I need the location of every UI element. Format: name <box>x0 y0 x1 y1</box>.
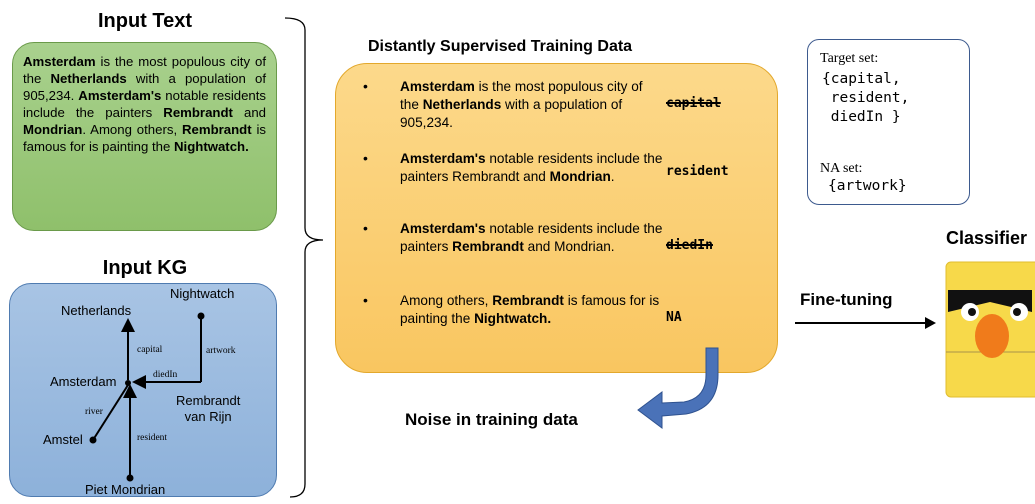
kg-node-dot-amstel <box>89 436 97 444</box>
kg-node-amstel: Amstel <box>43 432 83 447</box>
text-span: Among others, <box>400 293 493 308</box>
bold-entity: Amsterdam <box>400 79 475 94</box>
bold-entity: Nightwatch. <box>174 139 249 154</box>
text-span: and <box>232 105 266 120</box>
training-sentence: Among others, Rembrandt is famous for is… <box>400 292 665 328</box>
kg-label-river: river <box>85 407 103 417</box>
bold-entity: Mondrian <box>549 169 611 184</box>
training-sentence: Amsterdam's notable residents include th… <box>400 150 665 186</box>
noise-arrow-shape <box>637 347 719 429</box>
bold-entity: Netherlands <box>422 97 502 112</box>
training-label: NA <box>666 310 682 325</box>
kg-label-diedin: diedIn <box>153 370 178 380</box>
kg-node-netherlands: Netherlands <box>61 303 132 318</box>
face-pupil-right <box>1013 308 1021 316</box>
bullet: • <box>363 220 368 236</box>
kg-node-dot-nightwatch <box>197 312 205 320</box>
text-span: . Among others, <box>82 122 182 137</box>
training-box: • Amsterdam is the most populous city of … <box>335 63 778 373</box>
input-kg-title: Input KG <box>102 257 188 279</box>
bold-entity: Amsterdam's <box>78 88 162 103</box>
target-set-box: Target set: {capital, resident, diedIn }… <box>807 39 970 205</box>
bold-entity: Rembrandt <box>452 239 524 254</box>
face-nose <box>975 314 1009 358</box>
bold-entity: Rembrandt <box>182 122 252 137</box>
text-span: with a population of 905,234. <box>400 97 623 130</box>
bold-entity: Amsterdam's <box>400 221 486 236</box>
text-span: and Mondrian. <box>523 239 615 254</box>
training-sentence: Amsterdam is the most populous city of t… <box>400 78 665 132</box>
bold-entity: Amsterdam's <box>400 151 486 166</box>
kg-node-dot-mondrian <box>126 474 134 482</box>
kg-node-rembrandt-line1: Rembrandt <box>176 393 241 408</box>
text-span: with a population of 905,234. <box>23 71 266 103</box>
target-set-title: Target set: <box>820 51 879 66</box>
text-span: notable residents include the painters <box>23 88 267 120</box>
classifier-label: Classifier <box>946 228 1028 248</box>
bold-entity: Mondrian <box>23 122 83 137</box>
kg-node-dot-amsterdam <box>125 380 131 386</box>
target-set-values: {capital, resident, diedIn } <box>822 71 910 125</box>
text-span: is the most populous city of the <box>23 54 266 86</box>
text-span: is famous for is painting the <box>23 122 267 154</box>
kg-label-artwork: artwork <box>206 346 236 356</box>
bold-entity: Rembrandt <box>492 293 564 308</box>
input-text-body: Amsterdam is the most populous city of t… <box>23 53 266 155</box>
text-span: is famous for is painting the <box>400 293 660 326</box>
kg-label-capital: capital <box>137 345 163 355</box>
text-span: notable residents include the painters <box>400 221 663 254</box>
kg-node-rembrandt: Rembrandt van Rijn <box>176 393 240 425</box>
bullet: • <box>363 150 368 166</box>
bold-entity: Rembrandt <box>163 105 233 120</box>
training-label: capital <box>666 96 721 111</box>
bold-entity: Netherlands <box>50 71 127 86</box>
finetune-arrow-head <box>925 317 936 329</box>
bold-entity: Amsterdam <box>23 54 96 69</box>
brace-path <box>284 17 324 498</box>
kg-node-nightwatch: Nightwatch <box>170 286 235 301</box>
training-sentence: Amsterdam's notable residents include th… <box>400 220 665 256</box>
text-span: notable residents include the painters R… <box>400 151 663 184</box>
training-label: diedIn <box>666 238 713 253</box>
input-text-box: Amsterdam is the most populous city of t… <box>12 42 277 231</box>
input-text-title: Input Text <box>97 10 193 32</box>
face-pupil-left <box>968 308 976 316</box>
na-set-title: NA set: <box>820 161 863 176</box>
kg-node-amsterdam: Amsterdam <box>50 374 117 389</box>
bold-entity: Nightwatch. <box>474 311 552 326</box>
text-span: is the most populous city of the <box>400 79 643 112</box>
finetune-label: Fine-tuning <box>800 290 893 309</box>
input-kg-box <box>9 283 277 497</box>
training-title: Distantly Supervised Training Data <box>368 38 633 55</box>
training-label: resident <box>666 164 729 179</box>
bullet: • <box>363 78 368 94</box>
kg-node-mondrian: Piet Mondrian <box>85 482 166 497</box>
noise-label: Noise in training data <box>405 410 578 429</box>
bullet: • <box>363 292 368 308</box>
kg-node-rembrandt-line2: van Rijn <box>184 409 232 424</box>
kg-edge-river <box>92 384 129 441</box>
text-span: . <box>610 169 615 184</box>
na-set-values: {artwork} <box>828 178 907 194</box>
kg-label-resident: resident <box>137 433 168 443</box>
